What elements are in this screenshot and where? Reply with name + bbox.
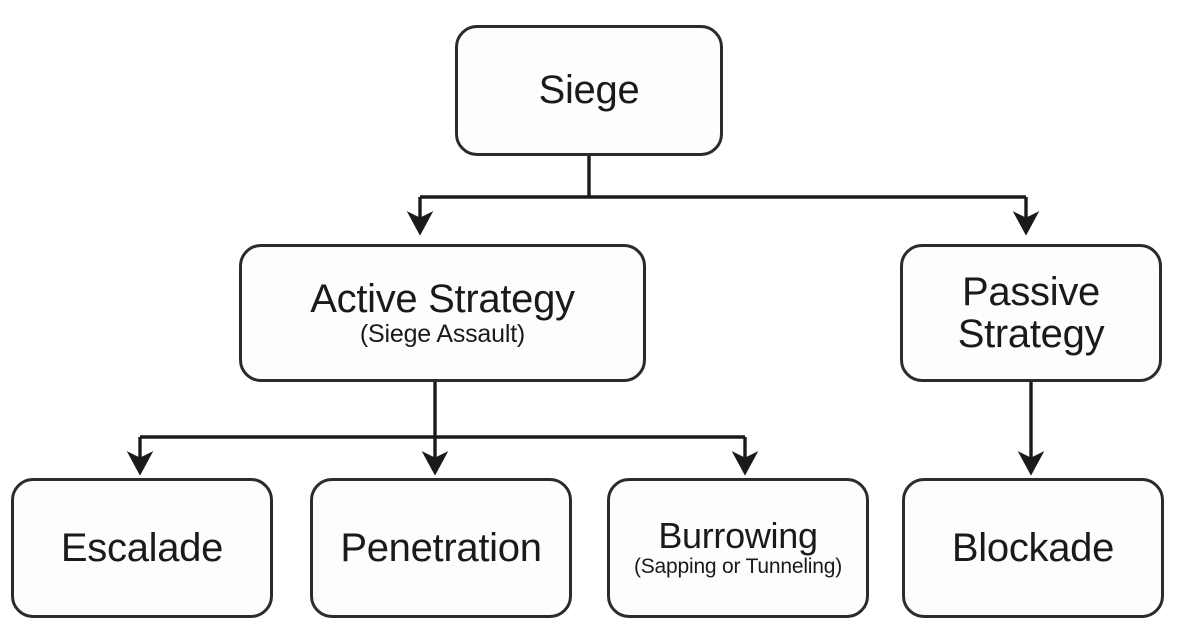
node-active-strategy[interactable]: Active Strategy (Siege Assault) (239, 244, 646, 382)
node-escalade[interactable]: Escalade (11, 478, 273, 618)
node-siege[interactable]: Siege (455, 25, 723, 156)
node-penetration-label: Penetration (340, 525, 542, 570)
node-blockade[interactable]: Blockade (902, 478, 1164, 618)
node-burrowing[interactable]: Burrowing (Sapping or Tunneling) (607, 478, 869, 618)
node-burrowing-sublabel: (Sapping or Tunneling) (633, 555, 843, 579)
node-blockade-label: Blockade (951, 525, 1115, 570)
edge-siege-to-strategies (406, 156, 1040, 236)
node-penetration[interactable]: Penetration (310, 478, 572, 618)
node-passive-strategy[interactable]: Passive Strategy (900, 244, 1162, 382)
node-siege-label: Siege (538, 68, 640, 113)
node-escalade-label: Escalade (60, 525, 224, 570)
edge-active-to-methods (126, 382, 759, 476)
node-active-strategy-label: Active Strategy (310, 277, 575, 322)
node-active-strategy-sublabel: (Siege Assault) (359, 320, 526, 349)
node-burrowing-label: Burrowing (658, 515, 818, 557)
node-passive-strategy-label: Passive Strategy (957, 269, 1105, 356)
